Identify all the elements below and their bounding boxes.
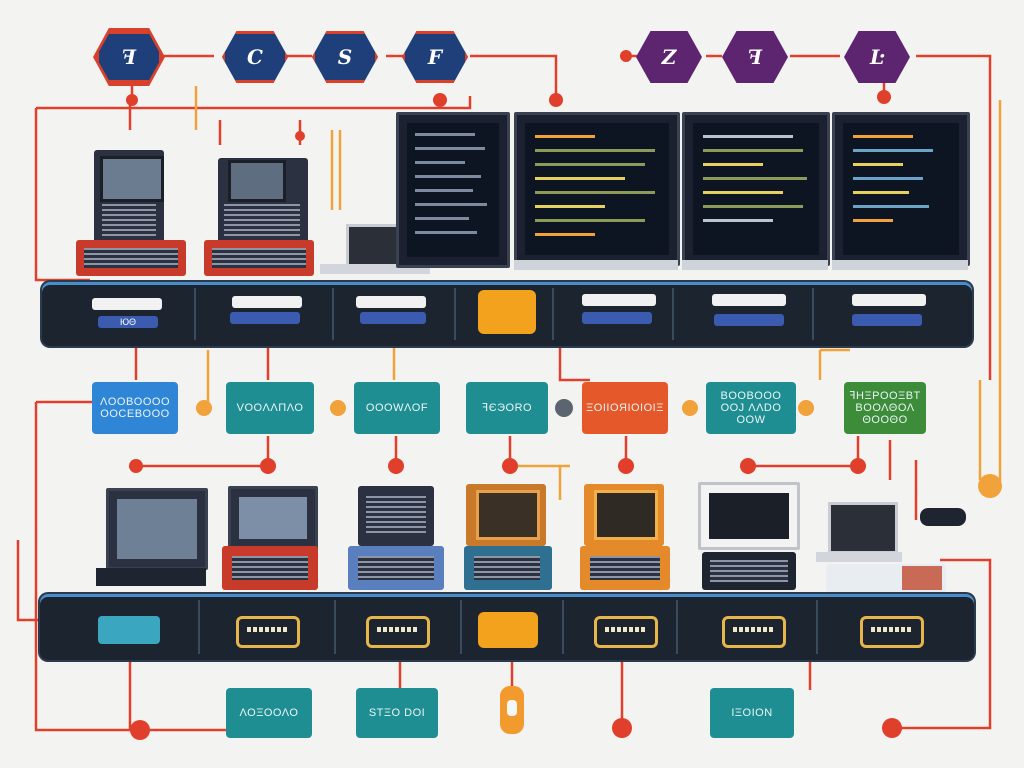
drive-bay-1[interactable] — [92, 298, 162, 310]
monitor-3-stand — [682, 260, 828, 270]
hex-node-5[interactable]: Z — [636, 31, 702, 83]
hex-node-2[interactable]: C — [222, 31, 288, 83]
hex-node-3[interactable]: S — [312, 31, 378, 83]
bottom-monitor-1[interactable] — [106, 488, 208, 570]
bottom-monitor-6[interactable] — [698, 482, 800, 550]
server-rack-top: ЮΘ — [42, 282, 972, 346]
port-5[interactable] — [594, 616, 658, 648]
hex-node-7[interactable]: Ŀ — [844, 31, 910, 83]
drive-tag-1: ЮΘ — [98, 316, 158, 328]
retro-computer-2-base — [204, 240, 314, 276]
retro-computer-2[interactable] — [218, 158, 308, 246]
drive-tag-5 — [582, 312, 652, 324]
drive-bay-7[interactable] — [852, 294, 926, 306]
bottom-laptop-7[interactable] — [828, 502, 898, 554]
bottom-computer-5-base — [580, 546, 670, 590]
label-box-7: ꟻΗΞΡΟΟΞΒΤ ΒΟΟΛΘΟΛ ΘΟΟΘΟ — [844, 382, 926, 434]
monitor-4-stand — [832, 260, 968, 270]
drive-tag-6 — [714, 314, 784, 326]
drive-bay-3[interactable] — [356, 296, 426, 308]
orange-connector[interactable] — [478, 290, 536, 334]
bottom-label-2: ЅΤΞΟ DΟΙ — [356, 688, 438, 738]
retro-computer-1-base — [76, 240, 186, 276]
label-box-6: BOOBOOO OOJ ΛΛDO OOW — [706, 382, 796, 434]
bottom-monitor-2[interactable] — [228, 486, 318, 550]
bottom-computer-6-base — [702, 552, 796, 590]
small-device[interactable] — [920, 508, 966, 526]
drive-tag-7 — [852, 314, 922, 326]
bottom-computer-3-base — [348, 546, 444, 590]
hex-node-1[interactable]: ꟻ — [96, 31, 162, 83]
bottom-computer-4-base — [464, 546, 552, 590]
drive-bay-6[interactable] — [712, 294, 786, 306]
port-7[interactable] — [860, 616, 924, 648]
server-rack-bottom — [40, 594, 974, 660]
cyan-port-1[interactable] — [98, 616, 160, 644]
bottom-label-1: ΛΟΞΟΟΛΟ — [226, 688, 312, 738]
label-box-2: VOOΛΛΠΛΟ — [226, 382, 314, 434]
laptop-1-keyboard — [320, 264, 430, 274]
bottom-computer-3[interactable] — [358, 486, 434, 546]
bottom-desk-unit-7 — [826, 564, 946, 592]
bottom-computer-5[interactable] — [584, 484, 664, 546]
bottom-monitor-1-base — [96, 568, 206, 586]
drive-bay-5[interactable] — [582, 294, 656, 306]
drive-tag-3 — [360, 312, 426, 324]
label-box-1: ΛOOBOOOO OOCEBOOO — [92, 382, 178, 434]
bottom-computer-2-base — [222, 546, 318, 590]
bottom-computer-4[interactable] — [466, 484, 546, 546]
bottom-laptop-7-keyboard — [816, 552, 902, 562]
port-6[interactable] — [722, 616, 786, 648]
monitor-4[interactable] — [832, 112, 970, 266]
orange-port-4[interactable] — [478, 612, 538, 648]
drive-tag-2 — [230, 312, 300, 324]
port-2[interactable] — [236, 616, 300, 648]
hex-node-6[interactable]: ꟻ — [722, 31, 788, 83]
label-box-4: ꟻЄЭORO — [466, 382, 548, 434]
monitor-2-stand — [514, 260, 678, 270]
label-box-3: OOOWΛOF — [354, 382, 440, 434]
retro-computer-1[interactable] — [94, 150, 164, 246]
port-3[interactable] — [366, 616, 430, 648]
hex-node-4[interactable]: F — [402, 31, 468, 83]
monitor-2[interactable] — [514, 112, 680, 266]
monitor-1[interactable] — [396, 112, 510, 268]
drive-bay-2[interactable] — [232, 296, 302, 308]
label-box-5: ΞΟΙΙΟЯΙΟΙΟΙΞ — [582, 382, 668, 434]
monitor-3[interactable] — [682, 112, 830, 266]
bottom-label-3: ΙΞΟΙΟΝ — [710, 688, 794, 738]
